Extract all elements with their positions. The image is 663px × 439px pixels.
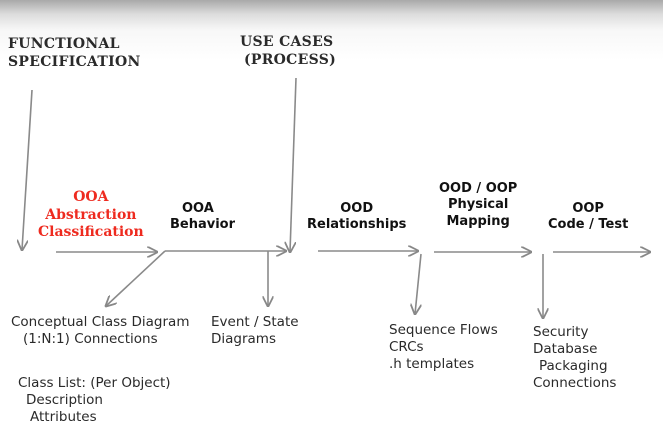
- class-list-text: Class List: (Per Object) Description Att…: [18, 375, 171, 425]
- arrow-functional-spec-down: [22, 89, 33, 250]
- sequence-flows-text: Sequence Flows CRCs .h templates: [389, 322, 498, 372]
- ooa-behavior-label: OOA Behavior: [170, 201, 236, 233]
- ood-oop-physical-mapping-label: OOD / OOP Physical Mapping: [439, 181, 518, 229]
- arrow-behavior-to-conceptual: [106, 250, 166, 306]
- conceptual-class-diagram-text: Conceptual Class Diagram (1:N:1) Connect…: [11, 314, 190, 347]
- event-state-diagrams-text: Event / State Diagrams: [211, 314, 299, 347]
- oop-code-test-label: OOP Code / Test: [548, 201, 629, 233]
- functional-specification-label: FUNCTIONAL SPECIFICATION: [8, 36, 141, 70]
- use-cases-label: USE CASES (PROCESS): [240, 34, 337, 68]
- arrow-ood-to-sequence: [415, 253, 422, 314]
- ooa-abstraction-classification-label: OOA Abstraction Classification: [38, 189, 144, 240]
- ood-relationships-label: OOD Relationships: [307, 201, 407, 233]
- arrow-use-cases-down: [290, 77, 297, 252]
- security-database-text: Security Database Packaging Connections: [533, 324, 617, 391]
